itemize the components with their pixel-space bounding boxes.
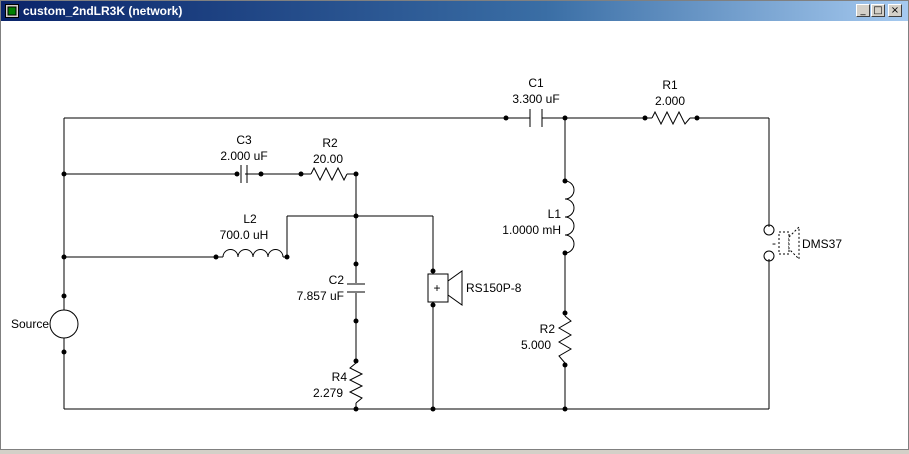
speaker-dms37[interactable]: - DMS37 [763,224,842,262]
resistor-r4[interactable]: R4 2.279 [313,362,364,404]
c2-name: C2 [329,273,345,287]
r1-value: 2.000 [655,94,685,108]
schematic-canvas: C1 3.300 uF R1 2.000 C3 2.000 uF R2 20.0… [1,21,908,449]
inductor-l2[interactable]: L2 700.0 uH [220,212,284,258]
schematic: C1 3.300 uF R1 2.000 C3 2.000 uF R2 20.0… [11,76,842,412]
r4-name: R4 [332,370,348,384]
l1-value: 1.0000 mH [502,223,561,237]
r2-series-name: R2 [322,136,338,150]
capacitor-c1[interactable]: C1 3.300 uF [512,76,560,127]
l2-value: 700.0 uH [220,228,269,242]
capacitor-c2[interactable]: C2 7.857 uF [297,273,365,303]
r2-series-value: 20.00 [313,152,343,166]
c2-value: 7.857 uF [297,289,344,303]
junctions [61,115,700,412]
l1-name: L1 [548,207,562,221]
capacitor-c3[interactable]: C3 2.000 uF [220,133,268,183]
resistor-r2-shunt[interactable]: R2 5.000 [521,315,572,364]
r2-shunt-value: 5.000 [521,338,551,352]
speaker-mid-polarity: + [433,281,440,295]
resistor-r1[interactable]: R1 2.000 [651,78,691,126]
c3-value: 2.000 uF [220,149,267,163]
window-title: custom_2ndLR3K (network) [23,4,183,18]
speaker-mid-name: RS150P-8 [466,281,522,295]
speaker-rs150p[interactable]: + RS150P-8 [427,270,522,306]
resistor-r2-series[interactable]: R2 20.00 [310,136,348,182]
app-icon [5,4,19,18]
c1-name: C1 [528,76,544,90]
r1-name: R1 [662,78,678,92]
c1-value: 3.300 uF [512,92,559,106]
inductor-l1[interactable]: L1 1.0000 mH [502,180,575,254]
voltage-source[interactable]: Source [11,307,79,341]
source-label: Source [11,317,49,331]
r4-value: 2.279 [313,386,343,400]
c3-name: C3 [236,133,252,147]
r2-shunt-name: R2 [540,322,556,336]
minimize-button[interactable]: _ [856,4,870,17]
title-bar[interactable]: custom_2ndLR3K (network) _ □ × [1,1,908,21]
wires [63,117,770,410]
close-button[interactable]: × [888,4,902,17]
speaker-tweeter-name: DMS37 [802,237,842,251]
l2-name: L2 [243,212,257,226]
speaker-tweeter-polarity: - [772,236,776,250]
maximize-button[interactable]: □ [871,4,885,17]
